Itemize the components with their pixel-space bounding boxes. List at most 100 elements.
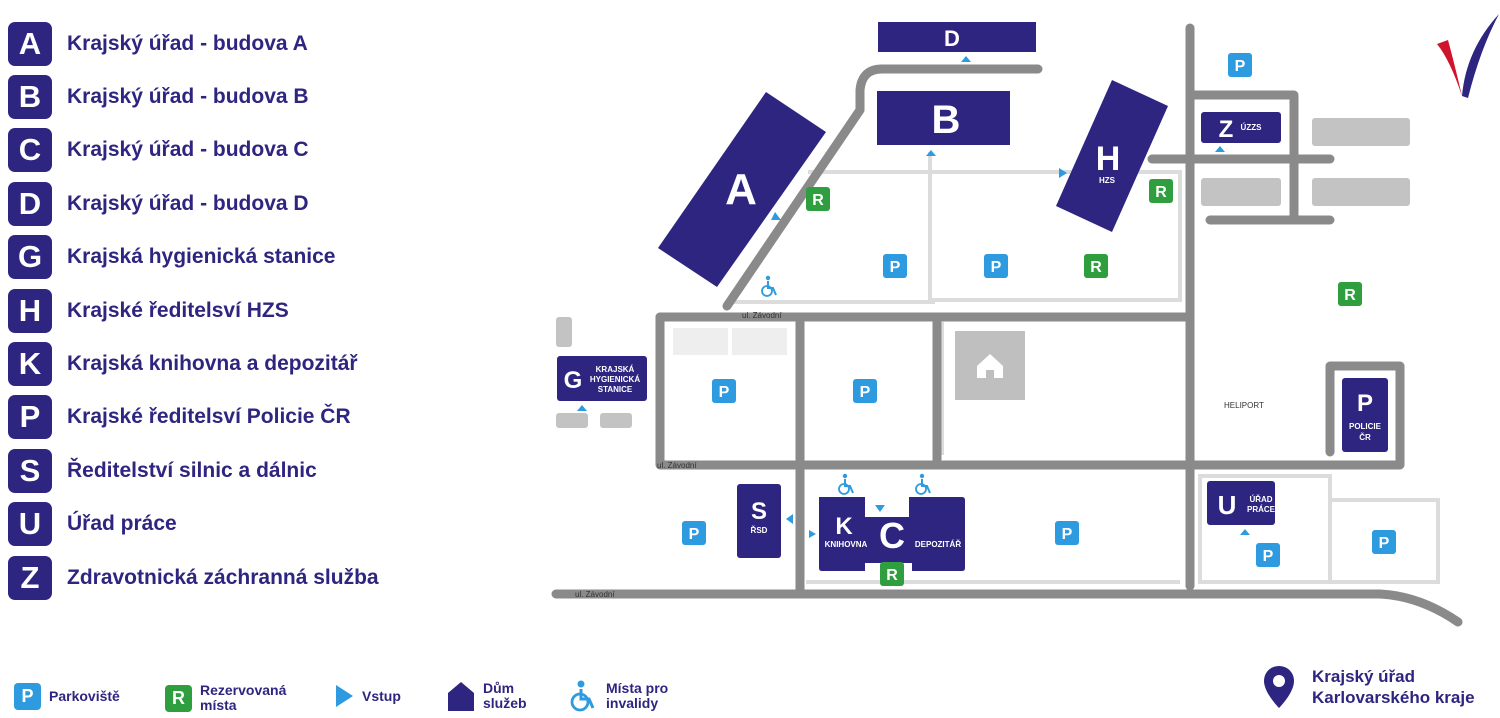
- svg-text:POLICIE: POLICIE: [1349, 422, 1382, 431]
- building-h[interactable]: H HZS: [1056, 80, 1168, 232]
- parking-blocks: [556, 118, 1410, 428]
- legend-label: služeb: [483, 695, 527, 711]
- wheelchair-icon: [915, 473, 931, 495]
- wheelchair-icon: [761, 275, 777, 297]
- svg-text:HYGIENICKÁ: HYGIENICKÁ: [590, 375, 640, 384]
- building-name: Ředitelství silnic a dálnic: [67, 458, 317, 482]
- building-d[interactable]: D: [878, 22, 1036, 52]
- reserved-badge: R: [880, 562, 904, 586]
- building-letter-badge: Z: [8, 555, 52, 600]
- svg-text:P: P: [1062, 526, 1073, 543]
- building-a[interactable]: A: [658, 92, 826, 287]
- parking-badge: P: [853, 379, 877, 403]
- office-marker: Krajský úřad Karlovarského kraje: [1262, 664, 1475, 710]
- reserved-icon: R: [165, 684, 192, 712]
- svg-text:B: B: [932, 98, 961, 142]
- building-list-item: C Krajský úřad - budova C: [8, 124, 488, 177]
- parking-icon: P: [14, 683, 41, 710]
- wheelchair-icon: [570, 680, 595, 712]
- parking-badge: P: [1055, 521, 1079, 545]
- building-letter-badge: D: [8, 181, 52, 226]
- legend-label: Vstup: [362, 687, 401, 704]
- svg-text:P: P: [890, 259, 901, 276]
- building-letter-badge: C: [8, 128, 52, 173]
- svg-text:K: K: [835, 513, 853, 540]
- building-list-item: G Krajská hygienická stanice: [8, 231, 488, 284]
- svg-text:R: R: [1344, 287, 1356, 304]
- svg-text:P: P: [1379, 535, 1390, 552]
- svg-text:ÚZZS: ÚZZS: [1241, 123, 1263, 132]
- building-name: Zdravotnická záchranná služba: [67, 565, 379, 589]
- building-b[interactable]: B: [877, 91, 1010, 145]
- svg-text:P: P: [860, 384, 871, 401]
- svg-text:R: R: [886, 567, 898, 584]
- svg-text:PRÁCE: PRÁCE: [1247, 505, 1276, 514]
- entrance-icon: [336, 685, 353, 707]
- svg-text:P: P: [1357, 390, 1373, 417]
- house-icon: [977, 354, 1003, 378]
- building-letter-badge: B: [8, 75, 52, 120]
- building-name: Krajská knihovna a depozitář: [67, 352, 358, 376]
- building-z[interactable]: Z ÚZZS: [1201, 112, 1281, 143]
- building-letter-badge: P: [8, 395, 52, 440]
- building-letter-badge: G: [8, 235, 52, 280]
- building-name: Krajská hygienická stanice: [67, 245, 336, 269]
- svg-text:KNIHOVNA: KNIHOVNA: [825, 540, 868, 549]
- building-letter-badge: A: [8, 21, 52, 66]
- svg-text:STANICE: STANICE: [598, 385, 633, 394]
- building-list: A Krajský úřad - budova A B Krajský úřad - …: [8, 17, 488, 604]
- svg-text:P: P: [719, 384, 730, 401]
- building-u[interactable]: U ÚŘAD PRÁCE: [1207, 481, 1276, 525]
- building-name: Krajský úřad - budova C: [67, 138, 309, 162]
- svg-text:R: R: [1155, 184, 1167, 201]
- svg-text:R: R: [1090, 259, 1102, 276]
- parking-badge: P: [712, 379, 736, 403]
- legend-label: Dům: [483, 680, 515, 696]
- building-list-item: A Krajský úřad - budova A: [8, 17, 488, 70]
- grey-blocks: [673, 328, 787, 355]
- building-name: Krajský úřad - budova A: [67, 31, 308, 55]
- svg-text:DEPOZITÁŘ: DEPOZITÁŘ: [915, 540, 961, 549]
- svg-text:P: P: [1235, 58, 1246, 75]
- svg-text:P: P: [991, 259, 1002, 276]
- parking-badge: P: [682, 521, 706, 545]
- street-label: ul. Závodní: [742, 311, 782, 320]
- building-list-item: K Krajská knihovna a depozitář: [8, 337, 488, 390]
- location-pin-icon: [1264, 666, 1294, 708]
- building-letter-badge: K: [8, 342, 52, 387]
- building-g[interactable]: G KRAJSKÁ HYGIENICKÁ STANICE: [557, 356, 647, 401]
- region-logo: [1437, 14, 1499, 98]
- building-letter-badge: H: [8, 288, 52, 333]
- parking-badge: P: [883, 254, 907, 278]
- building-name: Krajský úřad - budova B: [67, 85, 309, 109]
- svg-text:KRAJSKÁ: KRAJSKÁ: [596, 365, 635, 374]
- reserved-badge: R: [1149, 179, 1173, 203]
- svg-text:G: G: [564, 367, 583, 394]
- building-p[interactable]: P POLICIE ČR: [1342, 378, 1388, 452]
- svg-text:HZS: HZS: [1099, 176, 1116, 185]
- reserved-badge: R: [1338, 282, 1362, 306]
- heliport-label: HELIPORT: [1224, 401, 1264, 410]
- street-label: ul. Závodní: [657, 461, 697, 470]
- building-k-c[interactable]: K KNIHOVNA C DEPOZITÁŘ: [819, 497, 965, 571]
- svg-text:H: H: [1096, 140, 1121, 178]
- building-letter-badge: U: [8, 502, 52, 547]
- building-s[interactable]: S ŘSD: [737, 484, 781, 558]
- legend-label: Rezervovaná: [200, 682, 287, 698]
- svg-text:ÚŘAD: ÚŘAD: [1249, 495, 1272, 504]
- svg-text:P: P: [689, 526, 700, 543]
- svg-text:ČR: ČR: [1359, 433, 1371, 442]
- svg-text:D: D: [944, 26, 960, 51]
- svg-text:P: P: [1263, 548, 1274, 565]
- parking-badge: P: [1372, 530, 1396, 554]
- street-label: ul. Závodní: [575, 590, 615, 599]
- office-name-line1: Krajský úřad: [1312, 667, 1415, 686]
- svg-text:S: S: [751, 498, 767, 525]
